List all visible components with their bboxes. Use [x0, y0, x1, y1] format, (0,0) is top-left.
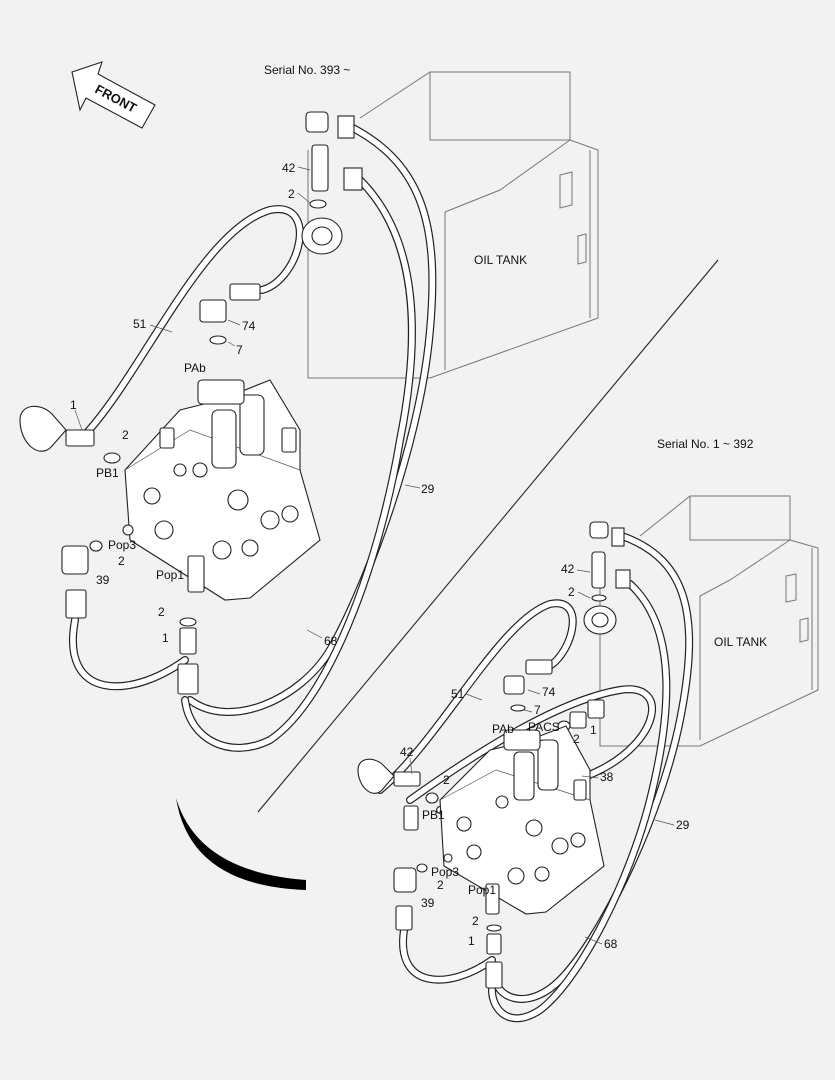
bottom-callout-2d: 2 [437, 878, 444, 892]
bottom-callout-2a: 2 [568, 585, 575, 599]
top-callout-2c: 2 [118, 554, 125, 568]
bottom-port-pab: PAb [492, 722, 514, 736]
top-hose-29 [186, 120, 437, 716]
bottom-port-pop1: Pop1 [468, 883, 496, 897]
top-callout-7: 7 [236, 343, 243, 357]
bottom-callout-38: 38 [600, 770, 614, 784]
bottom-callout-51: 51 [451, 687, 465, 701]
top-port-pop3: Pop3 [108, 538, 136, 552]
top-hose-51 [76, 205, 304, 444]
bottom-elbow-42 [357, 758, 439, 831]
top-view: Serial No. 393 ~ OIL TANK [19, 63, 599, 752]
bottom-adapter-1 [485, 924, 503, 989]
bottom-control-valve [439, 725, 605, 915]
bottom-hose-39 [399, 926, 496, 984]
bottom-hose-68 [488, 580, 671, 1023]
bottom-callout-1: 1 [590, 723, 597, 737]
top-callout-68: 68 [324, 634, 338, 648]
bottom-callout-74: 74 [542, 685, 556, 699]
bottom-view: Serial No. 1 ~ 392 OIL TANK [357, 437, 819, 1023]
top-callout-2d: 2 [158, 605, 165, 619]
bottom-callout-29: 29 [676, 818, 690, 832]
top-port-pb1: PB1 [96, 466, 119, 480]
bottom-hose-29 [491, 532, 694, 1003]
top-elbow-1 [19, 405, 121, 464]
top-port-pab: PAb [184, 361, 206, 375]
top-serial-label: Serial No. 393 ~ [264, 63, 350, 77]
top-adapter-1 [177, 617, 199, 695]
bottom-callout-2b: 2 [573, 732, 580, 746]
top-port-pop1: Pop1 [156, 568, 184, 582]
bottom-elbow-39 [393, 863, 428, 931]
bottom-fitting-42 [589, 521, 631, 602]
top-callout-74: 74 [242, 319, 256, 333]
bottom-callout-42a: 42 [561, 562, 575, 576]
bottom-elbow-74 [503, 659, 553, 712]
top-callout-29: 29 [421, 482, 435, 496]
top-fitting-42 [305, 111, 363, 209]
bottom-callout-7: 7 [534, 703, 541, 717]
bottom-port-pb1: PB1 [422, 808, 445, 822]
top-callout-1a: 1 [70, 398, 77, 412]
top-callout-1b: 1 [162, 631, 169, 645]
bottom-callout-2c: 2 [443, 773, 450, 787]
top-callout-42: 42 [282, 161, 296, 175]
view-divider [257, 259, 719, 813]
top-callout-2a: 2 [288, 187, 295, 201]
bottom-callout-39: 39 [421, 896, 435, 910]
top-callout-39: 39 [96, 573, 110, 587]
bottom-callout-42b: 42 [400, 745, 414, 759]
bottom-callout-68: 68 [604, 937, 618, 951]
bottom-callout-1b: 1 [468, 934, 475, 948]
view-transition-arc [176, 798, 306, 890]
top-port-flange [301, 217, 343, 255]
bottom-port-pacs: PACS [528, 720, 560, 734]
top-callout-51: 51 [133, 317, 147, 331]
bottom-hose-51 [376, 599, 577, 794]
top-hose-68 [181, 176, 416, 752]
top-control-valve [122, 379, 321, 601]
bottom-port-flange [583, 605, 617, 635]
top-oil-tank-label: OIL TANK [474, 253, 527, 267]
top-elbow-74 [199, 283, 261, 345]
bottom-port-pop3: Pop3 [431, 865, 459, 879]
bottom-oil-tank-label: OIL TANK [714, 635, 767, 649]
bottom-serial-label: Serial No. 1 ~ 392 [657, 437, 754, 451]
bottom-callout-2e: 2 [472, 914, 479, 928]
top-callout-2b: 2 [122, 428, 129, 442]
top-elbow-39 [61, 540, 103, 619]
bottom-oil-tank: OIL TANK [599, 495, 819, 747]
top-oil-tank: OIL TANK [307, 71, 599, 379]
top-hose-39 [69, 616, 189, 691]
